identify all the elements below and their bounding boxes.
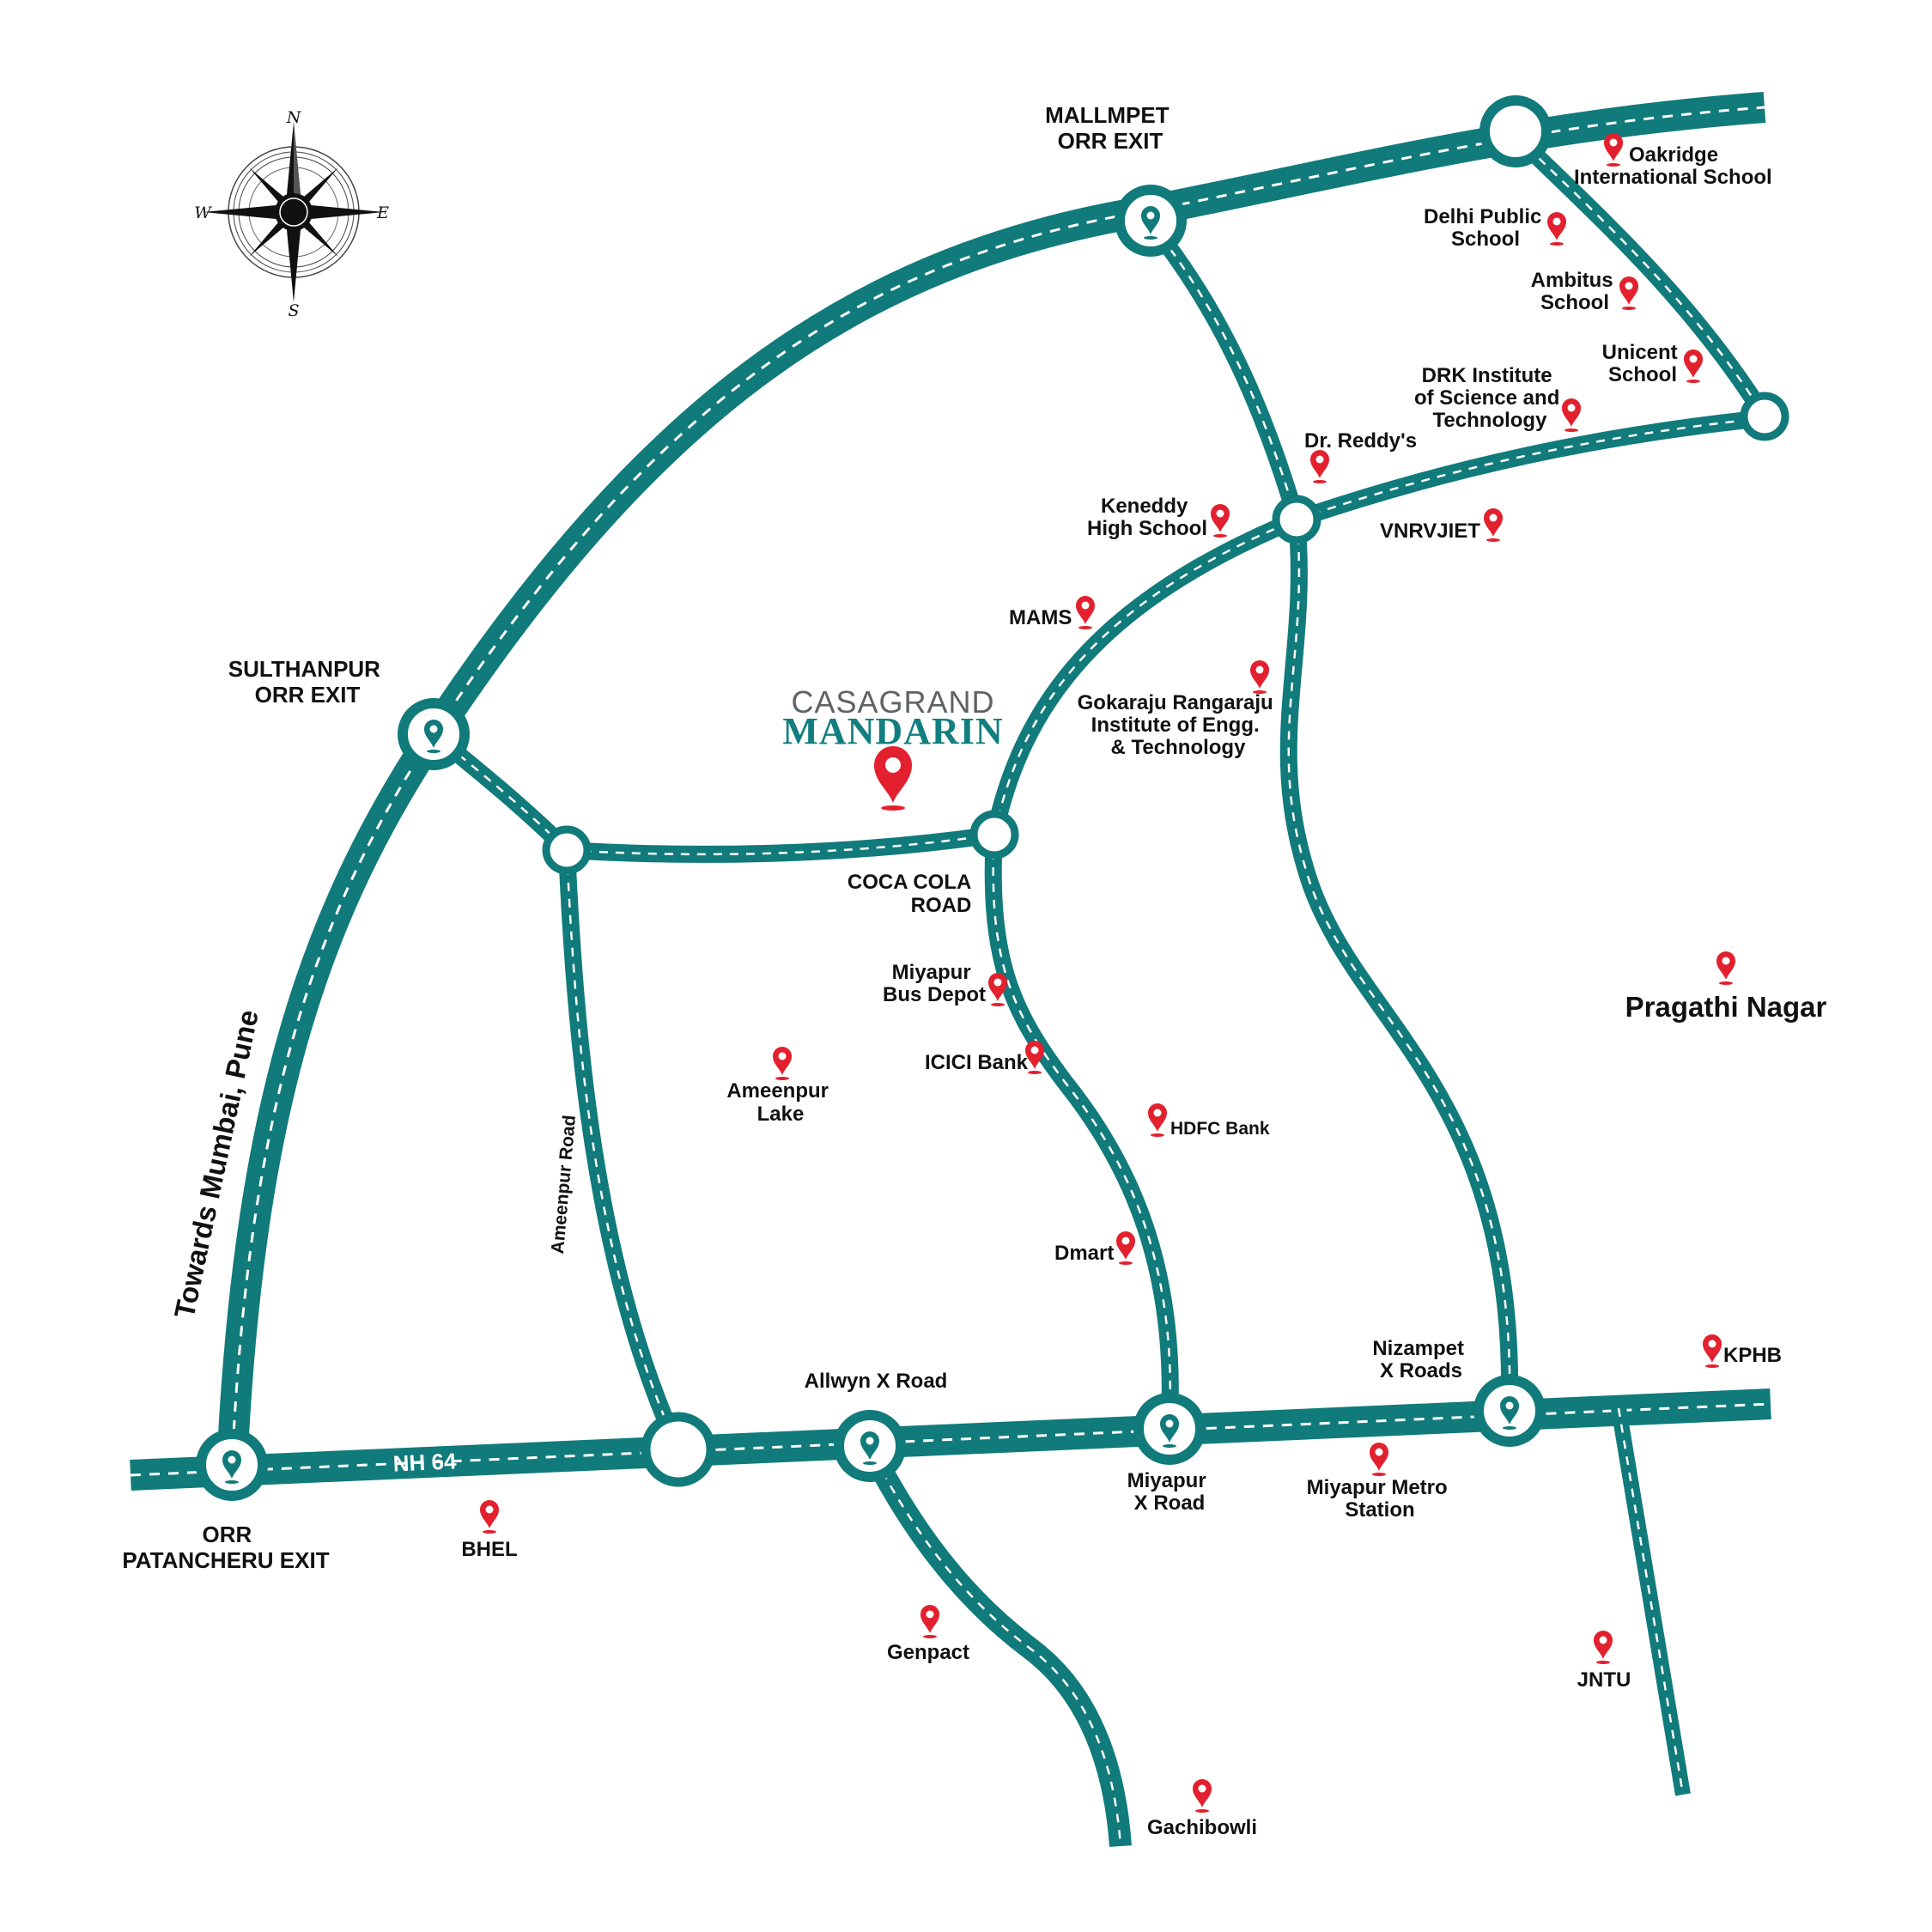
junction-nodes — [196, 95, 1789, 1501]
poi-gachibowli-label: Gachibowli — [1147, 1816, 1257, 1839]
poi-pragathi-label: Pragathi Nagar — [1625, 991, 1827, 1023]
junction-nh64-ameenpur — [641, 1412, 716, 1487]
poi-drk-label: DRK Institute of Science and Technology — [1414, 364, 1565, 432]
poi-dr-reddys-label: Dr. Reddy's — [1304, 429, 1417, 453]
poi-keneddy-label: Keneddy High School — [1087, 495, 1207, 540]
nizampet-label: Nizampet X Roads — [1372, 1337, 1469, 1382]
junction-ameenpur — [542, 825, 592, 875]
bachupally-road — [986, 511, 1300, 837]
compass-rose-icon: N S E W — [194, 108, 389, 320]
poi-ambitus-label: Ambitus School — [1531, 269, 1619, 314]
poi-dps-label: Delhi Public School — [1424, 205, 1547, 251]
poi-hdfc-label: HDFC Bank — [1170, 1119, 1270, 1139]
compass-north: N — [286, 108, 302, 127]
poi-icici-label: ICICI Bank — [925, 1051, 1029, 1074]
poi-kphb-label: KPHB — [1723, 1344, 1782, 1367]
compass-east: E — [376, 204, 389, 222]
miyapur-x-road-label: Miyapur X Road — [1127, 1469, 1212, 1515]
coca-cola-road-label: COCA COLA ROAD — [848, 871, 976, 917]
poi-mams-label: MAMS — [1009, 606, 1072, 629]
poi-vnrvjiet-label: VNRVJIET — [1380, 519, 1480, 543]
poi-bhel-label: BHEL — [461, 1538, 517, 1561]
nh64-label: NH 64 — [392, 1448, 457, 1476]
ameenpur-road — [558, 849, 687, 1454]
junction-dr-reddys — [1272, 495, 1321, 544]
exit-sulthanpur-label: SULTHANPUR ORR EXIT — [228, 656, 386, 708]
junction-oakridge — [1479, 95, 1552, 167]
poi-oakridge-label: Oakridge International School — [1574, 143, 1772, 189]
poi-miyapur-bus-label: Miyapur Bus Depot — [883, 961, 986, 1006]
poi-dmart-label: Dmart — [1054, 1242, 1114, 1265]
project-logo: CASAGRAND MANDARIN — [782, 684, 1003, 811]
junction-unicent — [1740, 392, 1789, 441]
project-location-icon — [874, 746, 912, 811]
nizampet-road — [1279, 519, 1519, 1405]
exit-mallmpet-label: MALLMPET ORR EXIT — [1045, 102, 1176, 154]
compass-west: W — [194, 204, 212, 222]
compass-south: S — [288, 301, 299, 320]
allwyn-label: Allwyn X Road — [805, 1370, 948, 1393]
poi-unicent-label: Unicent School — [1602, 341, 1684, 386]
exit-patancheru-label: ORR PATANCHERU EXIT — [122, 1522, 329, 1573]
poi-metro-label: Miyapur Metro Station — [1307, 1476, 1454, 1522]
junction-coca-cola — [969, 810, 1019, 860]
brand-line2: MANDARIN — [782, 710, 1003, 752]
miyapur-road — [984, 834, 1179, 1422]
poi-jntu-label: JNTU — [1577, 1668, 1631, 1692]
poi-ameenpur-lake-label: Ameenpur Lake — [726, 1079, 834, 1126]
ameenpur-road-label: Ameenpur Road — [548, 1115, 580, 1255]
road-network — [130, 92, 1772, 1847]
brand-line1: CASAGRAND — [791, 684, 994, 720]
poi-gokaraju-label: Gokaraju Rangaraju Institute of Engg. & … — [1078, 691, 1279, 759]
poi-genpact-label: Genpact — [887, 1641, 969, 1664]
mallmpet-link-road — [1144, 217, 1305, 522]
coca-cola-road — [566, 826, 996, 863]
